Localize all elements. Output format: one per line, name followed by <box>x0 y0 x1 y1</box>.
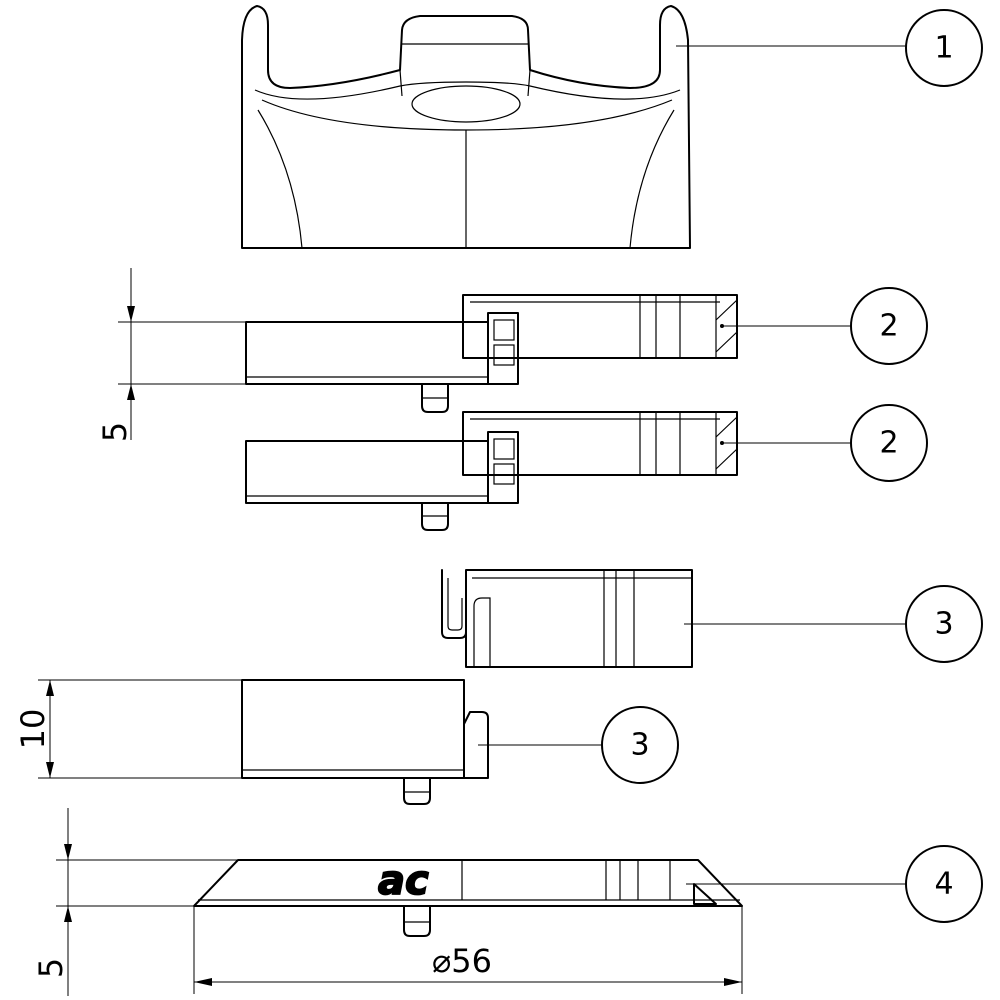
svg-text:2: 2 <box>879 426 898 461</box>
part-4-topcap <box>193 859 743 937</box>
dim-spacer-10 <box>38 679 242 779</box>
part-3a-spacer <box>441 569 693 668</box>
leader-lines <box>478 45 906 885</box>
dim-diameter-text: ⌀56 <box>432 942 492 980</box>
svg-text:3: 3 <box>934 607 953 642</box>
part-1-cap <box>241 5 691 249</box>
balloon-2b: 2 <box>850 404 928 482</box>
svg-text:4: 4 <box>934 867 953 902</box>
balloon-1: 1 <box>905 9 983 87</box>
logo-text: ac <box>378 858 429 904</box>
part-3b-spacer <box>241 679 489 805</box>
svg-text:3: 3 <box>630 728 649 763</box>
balloon-4: 4 <box>905 845 983 923</box>
balloon-3b: 3 <box>601 706 679 784</box>
balloon-2a: 2 <box>850 287 928 365</box>
svg-text:2: 2 <box>879 309 898 344</box>
part-2b-spacer <box>245 411 738 531</box>
svg-text:1: 1 <box>934 31 953 66</box>
dim-spacer-5 <box>118 268 246 440</box>
dim-spacer-5-text: 5 <box>96 422 134 442</box>
dim-spacer-10-text: 10 <box>14 709 52 750</box>
dim-diameter <box>193 906 743 994</box>
dim-topcap-5-text: 5 <box>32 958 70 978</box>
part-2a-spacer <box>245 294 738 413</box>
balloon-3a: 3 <box>905 585 983 663</box>
dim-topcap-5 <box>56 808 238 996</box>
